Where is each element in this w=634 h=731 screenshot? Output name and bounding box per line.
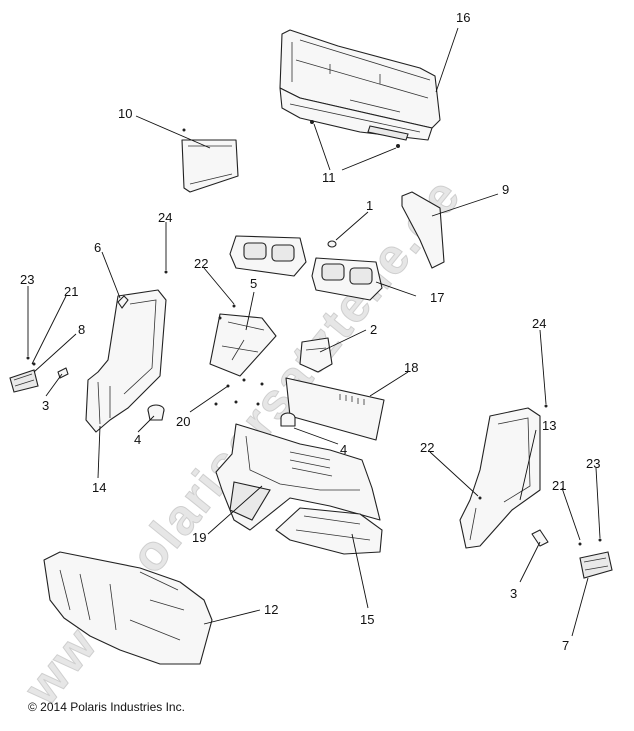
part-15-floor-right: [275, 507, 383, 555]
copyright-notice: © 2014 Polaris Industries Inc.: [28, 700, 185, 714]
part-17-storage-tray: [311, 257, 383, 301]
part-10-panel: [181, 139, 239, 193]
callout-22-left: 22: [194, 256, 208, 271]
callout-19: 19: [192, 530, 206, 545]
leader-lines: [27, 27, 601, 637]
callout-24-left: 24: [158, 210, 172, 225]
callout-18: 18: [404, 360, 418, 375]
callout-16: 16: [456, 10, 470, 25]
callout-17: 17: [430, 290, 444, 305]
part-storage-tray-left: [229, 235, 307, 277]
part-13-right-panel: [459, 407, 541, 549]
callout-7: 7: [562, 638, 569, 653]
part-6-clip: [117, 295, 129, 309]
callout-9: 9: [502, 182, 509, 197]
callout-5: 5: [250, 276, 257, 291]
callout-24-right: 24: [532, 316, 546, 331]
part-3-bolt-left: [57, 367, 69, 379]
part-2-cup-holder: [299, 337, 333, 373]
part-7-footrest-right: [579, 551, 613, 579]
callout-3-left: 3: [42, 398, 49, 413]
callout-20: 20: [176, 414, 190, 429]
callout-21-right: 21: [552, 478, 566, 493]
part-3-bolt-right: [531, 529, 549, 547]
part-9-side-panel: [401, 191, 445, 269]
part-19-floor-panel: [215, 423, 381, 531]
callout-14: 14: [92, 480, 106, 495]
callout-4-left: 4: [134, 432, 141, 447]
part-8-footrest-left: [9, 369, 39, 393]
callout-2: 2: [370, 322, 377, 337]
callout-6: 6: [94, 240, 101, 255]
part-5-bracket: [209, 313, 277, 377]
part-18-panel: [285, 377, 385, 441]
callout-22-right: 22: [420, 440, 434, 455]
part-12-front-tub: [43, 551, 213, 665]
callout-10: 10: [118, 106, 132, 121]
callout-21-left: 21: [64, 284, 78, 299]
fasteners: [26, 120, 602, 546]
callout-12: 12: [264, 602, 278, 617]
part-16-rear-panel: [279, 29, 441, 141]
callout-3-right: 3: [510, 586, 517, 601]
part-1-grommet: [327, 240, 337, 248]
callout-23-left: 23: [20, 272, 34, 287]
callout-11: 11: [322, 170, 336, 185]
callout-13: 13: [542, 418, 556, 433]
callout-8: 8: [78, 322, 85, 337]
callout-4-center: 4: [340, 442, 347, 457]
callout-1: 1: [366, 198, 373, 213]
callouts: 16 10 11 9 1 24 6 22 5 23 21 8 2 17 18 2…: [20, 10, 600, 653]
callout-23-right: 23: [586, 456, 600, 471]
part-4-knob-left: [147, 404, 165, 421]
part-4-knob-center: [280, 412, 296, 427]
part-14-left-panel: [85, 289, 167, 433]
callout-15: 15: [360, 612, 374, 627]
